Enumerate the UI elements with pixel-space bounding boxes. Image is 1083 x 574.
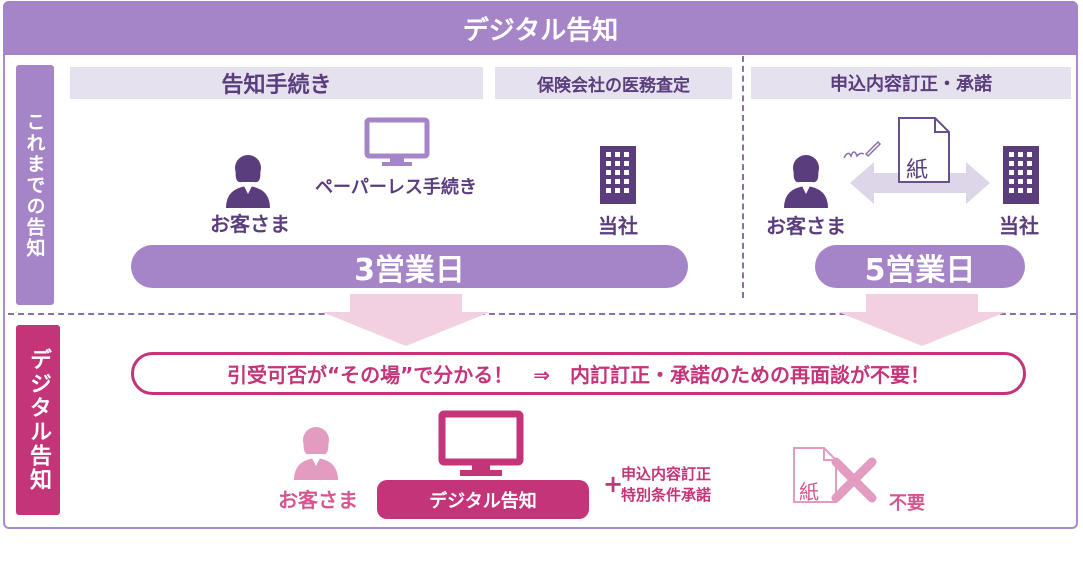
customer-label: お客さま [210,212,290,236]
vertical-divider [742,56,744,298]
page-title: デジタル告知 [3,1,1078,55]
correction-bar: 申込内容訂正・承諾 [751,67,1071,99]
signature-pen-icon [842,140,882,166]
monitor-icon [364,117,430,171]
company-label-right: 当社 [999,214,1039,238]
company-label: 当社 [598,214,638,238]
notification-bar: 告知手続き [70,67,483,99]
customer-icon-right [780,148,832,212]
paperless-label: ペーパーレス手続き [315,177,477,198]
customer-label-new: お客さま [278,488,358,512]
customer-icon-new [290,420,342,484]
new-section-label: デジタル告知 [16,325,60,515]
paper-label: 紙 [906,158,929,183]
days-right-pill: 5営業日 [815,245,1025,288]
section-divider [8,313,1076,315]
unnecessary-label: 不要 [889,493,925,514]
old-section-label: これまでの告知 [16,65,54,305]
assessment-bar: 保険会社の医務査定 [495,67,732,99]
down-arrow-right [838,294,1006,350]
paper-document-icon [897,116,951,188]
paper-label-new: 紙 [799,480,819,504]
company-building-icon-right [1001,146,1041,208]
customer-icon [222,148,274,212]
days-left-pill: 3営業日 [131,245,688,288]
special-item-approval: 特別条件承諾 [621,486,712,504]
down-arrow-left [322,294,490,350]
benefit-banner: 引受可否が“その場”で分かる！ ⇒ 内訂訂正・承諾のための再面談が不要！ [131,352,1026,395]
digital-notification-pill: デジタル告知 [377,480,589,519]
special-items: 申込内容訂正 特別条件承諾 [621,464,711,506]
monitor-icon-new [438,410,524,482]
customer-label-right: お客さま [766,214,846,238]
company-building-icon [598,146,638,208]
plus-sign: + [603,470,624,498]
cross-mark-icon [830,456,878,508]
paper-document-icon-new [792,446,838,508]
special-item-correction: 申込内容訂正 [621,465,712,483]
